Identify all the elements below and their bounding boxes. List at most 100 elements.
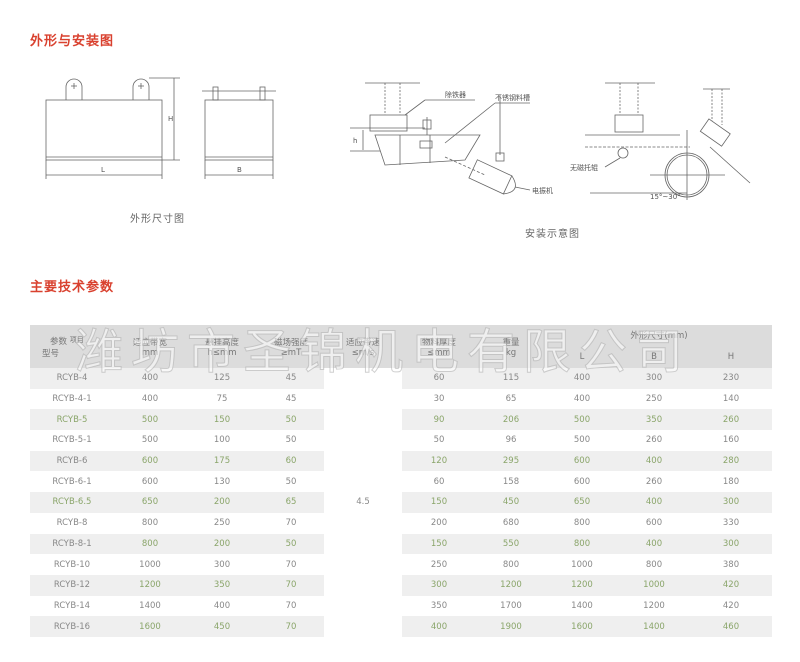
value-cell: 70 — [285, 518, 297, 529]
depth-label: B — [237, 166, 242, 174]
value-cell: 300 — [402, 574, 476, 596]
value-cell: 380 — [722, 559, 740, 570]
value-cell: 250 — [430, 559, 448, 570]
value-cell: 60 — [258, 450, 324, 472]
value-cell: 1400 — [139, 600, 161, 611]
value-cell: 1200 — [476, 574, 546, 596]
value-cell: 350 — [618, 409, 690, 431]
value-cell: 260 — [645, 435, 663, 446]
value-cell: 75 — [216, 394, 228, 405]
value-cell: 200 — [186, 492, 258, 513]
header-model: 参数 项目 型号 — [30, 325, 114, 368]
header-field-label: 磁场强度 — [273, 337, 308, 348]
value-cell: 1600 — [114, 616, 186, 637]
value-cell: 1400 — [618, 616, 690, 637]
value-cell: 1400 — [571, 600, 593, 611]
value-cell: 600 — [573, 476, 591, 487]
value-cell: 230 — [690, 368, 773, 389]
header-speed-unit: ≤m/s — [351, 347, 375, 358]
value-cell: 1000 — [618, 574, 690, 596]
value-cell: 70 — [258, 616, 324, 637]
model-cell: RCYB-6 — [30, 450, 114, 472]
value-cell: 65 — [505, 394, 517, 405]
value-cell: 600 — [546, 450, 618, 472]
header-hang-height-unit: h≤mm — [207, 347, 237, 358]
value-cell: 400 — [546, 368, 618, 389]
value-cell: 90 — [402, 409, 476, 431]
header-item: 项目 — [69, 335, 84, 344]
height-label-h: h — [353, 137, 357, 145]
value-cell: 500 — [141, 435, 159, 446]
value-cell: 30 — [433, 394, 445, 405]
value-cell: 150 — [186, 409, 258, 431]
model-cell: RCYB-16 — [30, 616, 114, 637]
value-cell: 175 — [186, 450, 258, 472]
header-model-label: 型号 — [42, 348, 60, 359]
model-cell: RCYB-6.5 — [30, 492, 114, 513]
install-caption: 安装示意图 — [525, 229, 580, 240]
trough-label: 不锈钢料槽 — [495, 93, 530, 102]
value-cell: 400 — [618, 450, 690, 472]
model-cell: RCYB-4-1 — [52, 394, 92, 405]
value-cell: 680 — [502, 518, 520, 529]
header-B: B — [618, 345, 690, 368]
vibrator-label: 电振机 — [532, 186, 553, 195]
header-weight-unit: kg — [505, 347, 517, 358]
value-cell: 800 — [546, 533, 618, 555]
value-cell: 120 — [402, 450, 476, 472]
model-cell: RCYB-8-1 — [30, 533, 114, 555]
header-belt-width-label: 适应带宽 — [132, 337, 167, 348]
model-cell: RCYB-5 — [30, 409, 114, 431]
value-cell: 45 — [258, 368, 324, 389]
value-cell: 400 — [618, 492, 690, 513]
value-cell: 400 — [618, 533, 690, 555]
length-label: L — [101, 166, 105, 174]
value-cell: 420 — [722, 600, 740, 611]
value-cell: 50 — [285, 435, 297, 446]
model-cell: RCYB-4 — [30, 368, 114, 389]
value-cell: 800 — [502, 559, 520, 570]
value-cell: 650 — [546, 492, 618, 513]
specs-section-title: 主要技术参数 — [30, 280, 115, 295]
value-cell: 500 — [573, 435, 591, 446]
value-cell: 300 — [618, 368, 690, 389]
value-cell: 450 — [186, 616, 258, 637]
value-cell: 158 — [502, 476, 520, 487]
value-cell: 70 — [285, 559, 297, 570]
angle-label: 15°~30° — [650, 193, 681, 201]
header-L: L — [546, 345, 618, 368]
value-cell: 600 — [141, 476, 159, 487]
belt-speed-cell: 4.5 — [324, 368, 402, 637]
value-cell: 420 — [690, 574, 773, 596]
value-cell: 1200 — [643, 600, 665, 611]
value-cell: 400 — [573, 394, 591, 405]
value-cell: 550 — [476, 533, 546, 555]
value-cell: 140 — [722, 394, 740, 405]
value-cell: 150 — [402, 492, 476, 513]
value-cell: 250 — [645, 394, 663, 405]
value-cell: 50 — [433, 435, 445, 446]
drawings-section-title: 外形与安装图 — [30, 34, 115, 49]
header-field-unit: ≥mT — [280, 347, 302, 358]
outline-caption: 外形尺寸图 — [130, 214, 185, 225]
value-cell: 460 — [690, 616, 773, 637]
value-cell: 50 — [285, 476, 297, 487]
value-cell: 300 — [690, 533, 773, 555]
value-cell: 800 — [141, 518, 159, 529]
installation-drawing-trough: h 除铁器 不锈钢料槽 电振机 — [350, 82, 553, 195]
model-cell: RCYB-6-1 — [52, 476, 92, 487]
header-thickness-label: 物料厚度 — [421, 337, 456, 348]
value-cell: 50 — [258, 409, 324, 431]
value-cell: 400 — [402, 616, 476, 637]
value-cell: 200 — [430, 518, 448, 529]
